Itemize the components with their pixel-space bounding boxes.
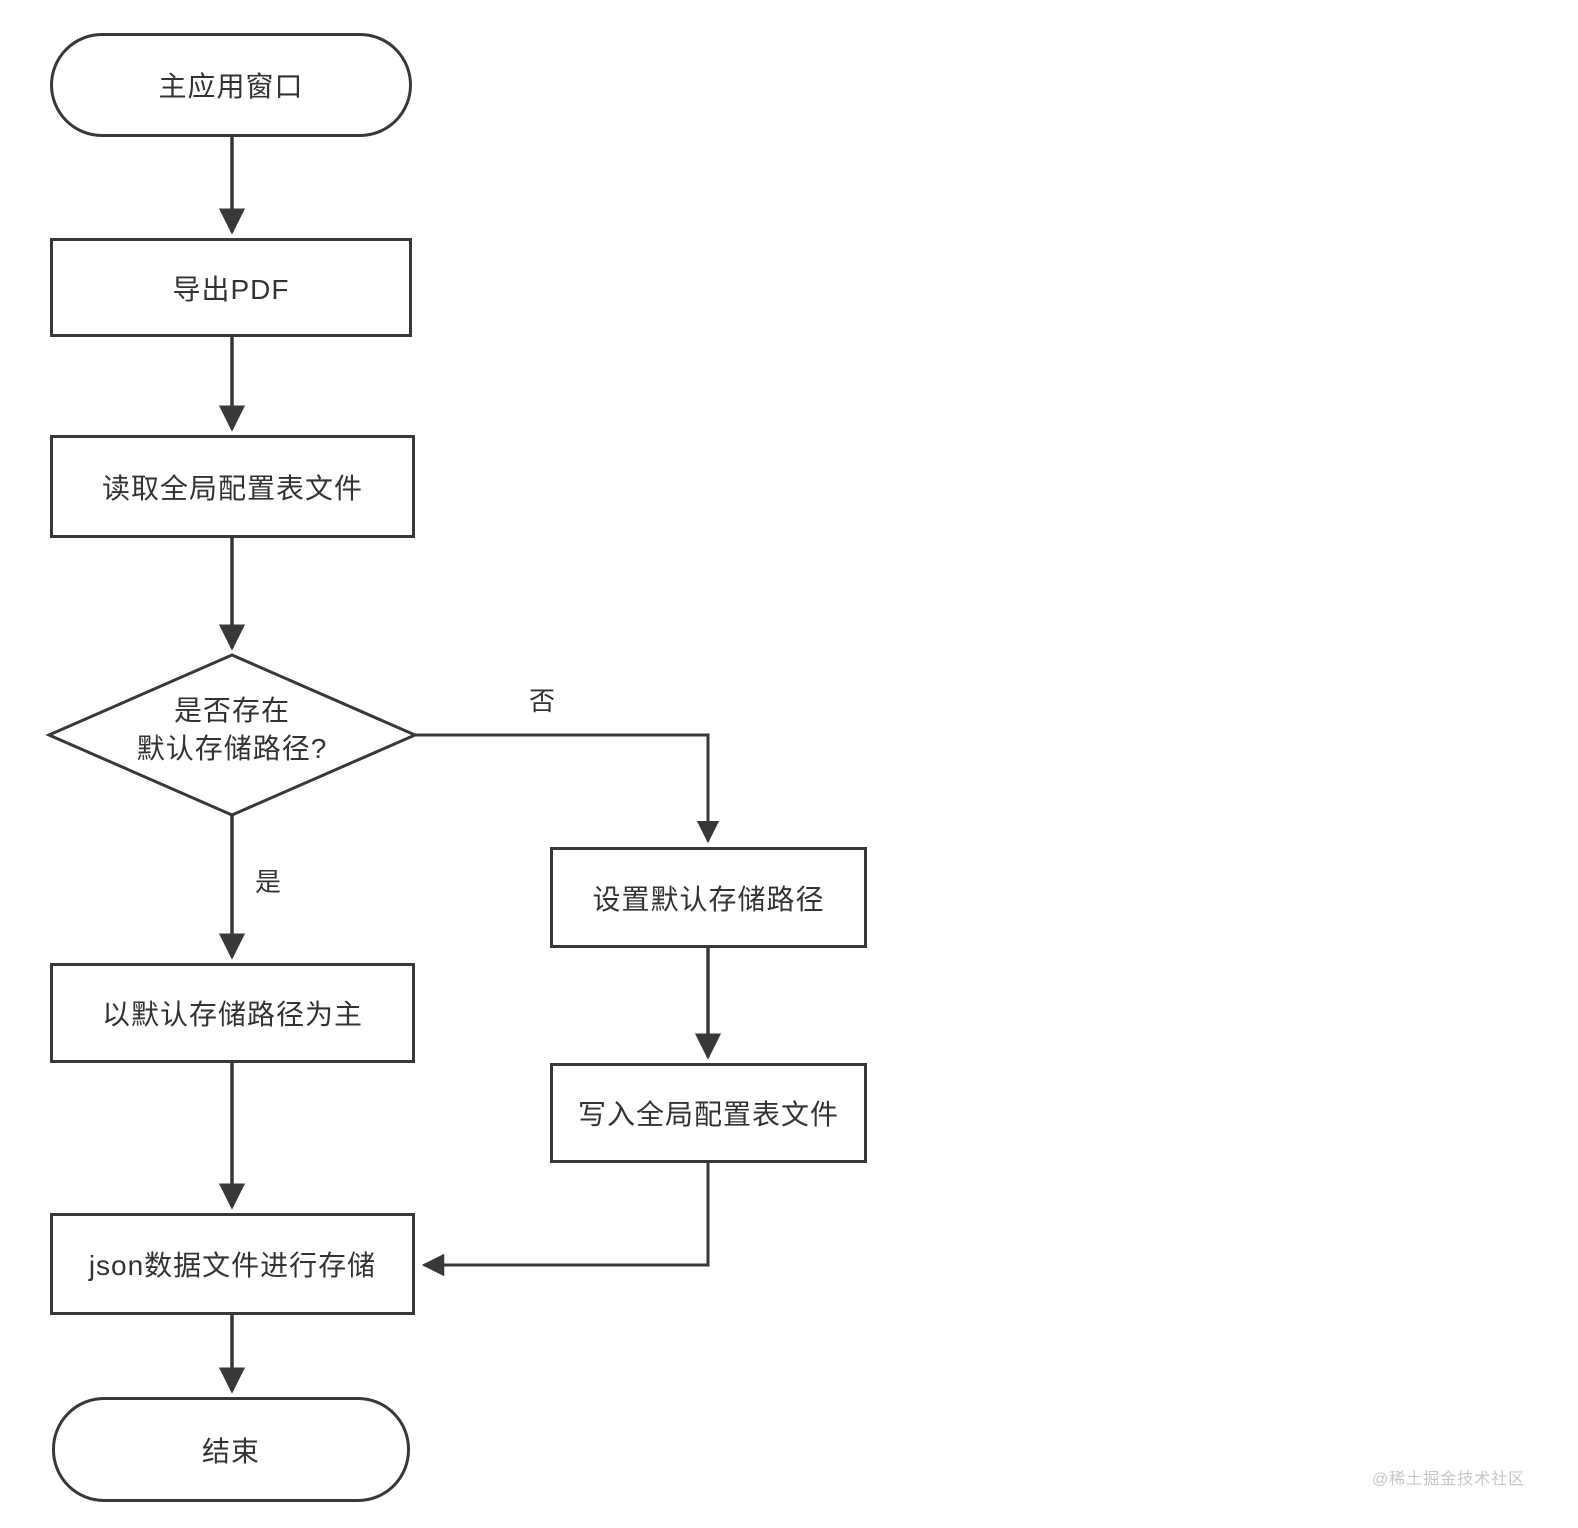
watermark: @稀土掘金技术社区: [1372, 1471, 1526, 1488]
start-node-label: 主应用窗口: [158, 71, 304, 102]
json-store-label: json数据文件进行存储: [88, 1250, 377, 1281]
set-default-path-step: 设置默认存储路径: [550, 847, 867, 948]
path-exists-decision: 是否存在 默认存储路径?: [52, 692, 412, 768]
read-config-step: 读取全局配置表文件: [50, 435, 415, 538]
edge-writeconfig-jsonstore: [421, 1163, 710, 1277]
use-default-path-step: 以默认存储路径为主: [50, 963, 415, 1063]
json-store-step: json数据文件进行存储: [50, 1213, 415, 1315]
decision-diamond-shape: [45, 653, 419, 817]
write-config-step: 写入全局配置表文件: [550, 1063, 867, 1163]
set-default-path-label: 设置默认存储路径: [592, 883, 825, 915]
write-config-label: 写入全局配置表文件: [577, 1099, 839, 1130]
export-pdf-step: 导出PDF: [50, 238, 412, 337]
decision-label-line1: 是否存在: [173, 695, 290, 726]
use-default-path-label: 以默认存储路径为主: [101, 999, 363, 1030]
yes-branch-label: 是: [255, 867, 282, 897]
decision-label-line2: 默认存储路径?: [136, 733, 328, 764]
end-node-label: 结束: [201, 1435, 260, 1467]
end-node: 结束: [52, 1397, 410, 1502]
edge-decision-setdefault: [415, 733, 720, 844]
read-config-label: 读取全局配置表文件: [101, 472, 363, 504]
no-branch-label: 否: [529, 686, 556, 716]
export-pdf-label: 导出PDF: [172, 273, 290, 305]
start-node: 主应用窗口: [50, 33, 412, 137]
